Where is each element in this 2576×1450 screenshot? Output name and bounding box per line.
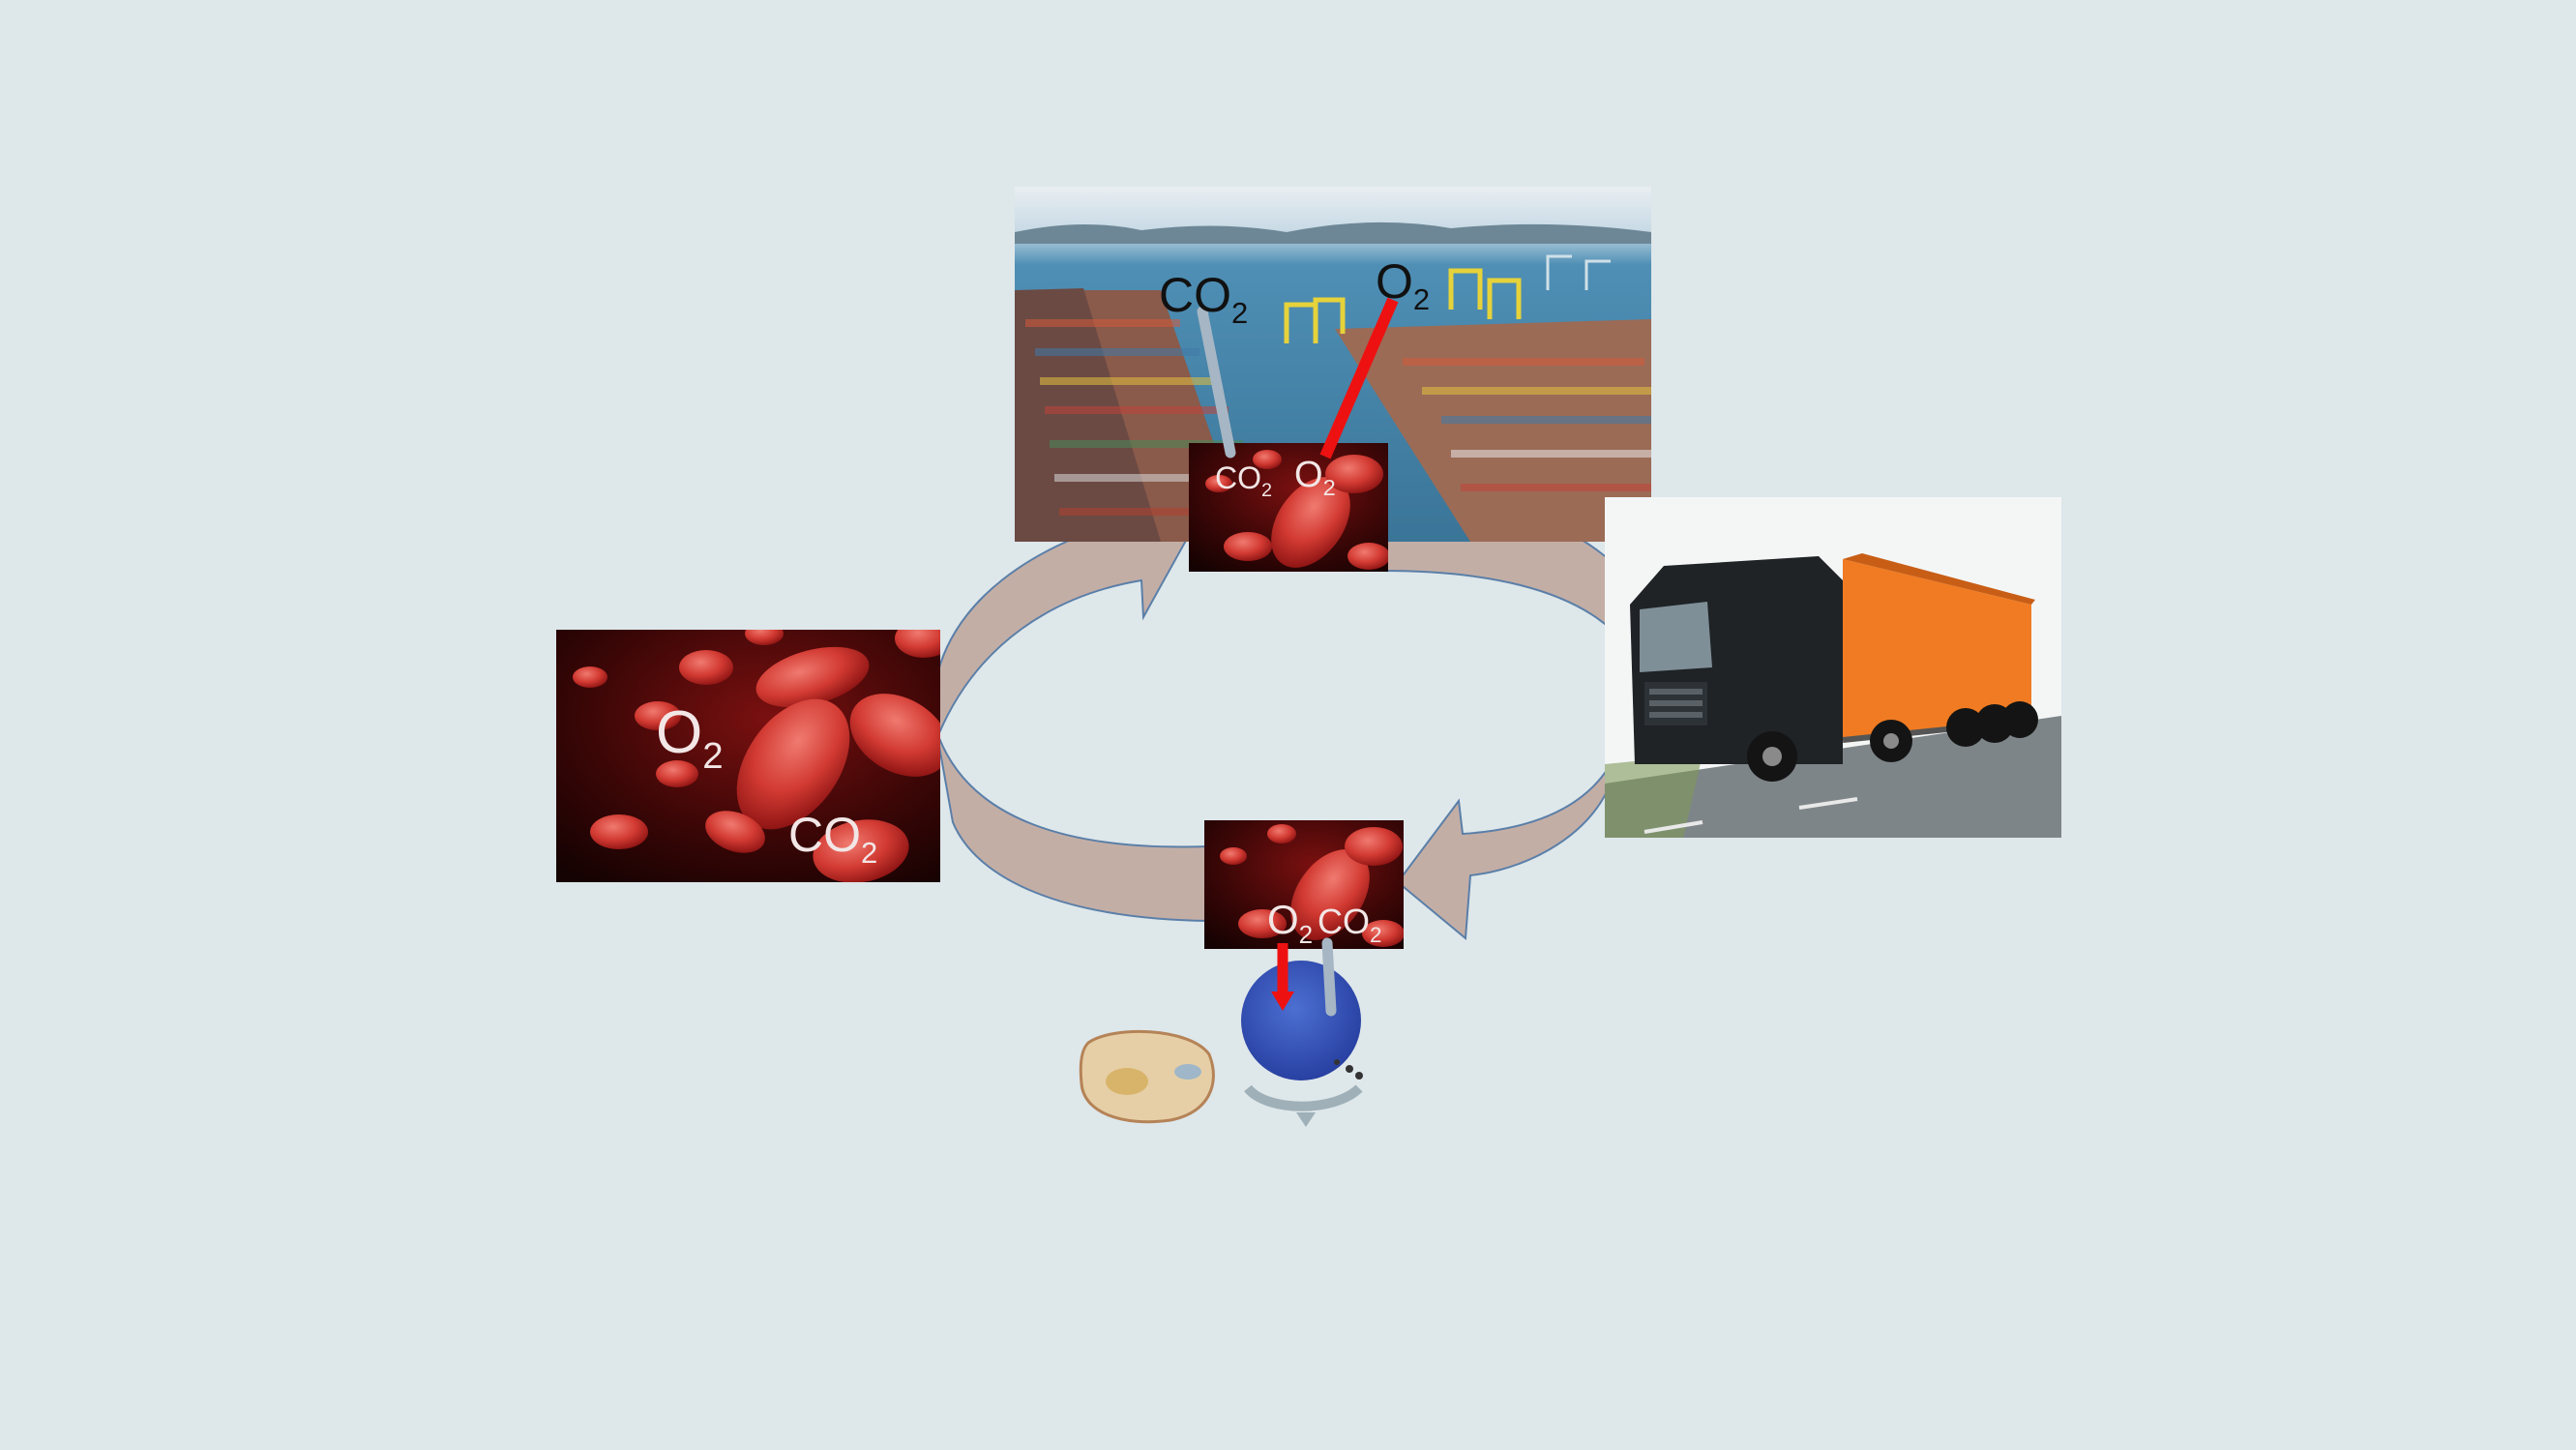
- blood-cells-top-photo: [1189, 443, 1388, 572]
- top-cells-o2-label: O2: [1294, 455, 1336, 500]
- gas-tubes: [1197, 297, 1399, 1017]
- cell-co2-tube: [1321, 937, 1337, 1017]
- top-cells-co2-label: CO2: [1215, 460, 1272, 501]
- bottom-cells-co2-label: CO2: [1318, 902, 1381, 947]
- port-o2-tube: [1319, 297, 1399, 459]
- cell-organelle-shape: [1079, 1029, 1215, 1124]
- port-o2-label: O2: [1376, 254, 1430, 316]
- left-cells-co2-label: CO2: [788, 808, 877, 870]
- labels: CO2 O2 CO2 O2 O2 CO2 O2 CO2: [656, 254, 1430, 949]
- truck-photo: [1605, 497, 2061, 838]
- port-co2-label: CO2: [1159, 268, 1248, 330]
- bottom-cells-o2-label: O2: [1267, 897, 1313, 949]
- left-cells-o2-label: O2: [656, 699, 724, 777]
- cell-o2-arrowhead: [1271, 991, 1294, 1011]
- blood-cells-large-photo: [556, 630, 940, 882]
- blood-cells-bottom-photo: [1204, 820, 1404, 949]
- cell-respiration-diagram: [1079, 961, 1363, 1127]
- arrow-bottom-to-left: [935, 729, 1210, 923]
- arrow-truck-to-bottom: [1396, 760, 1612, 941]
- cell-circle: [1241, 961, 1361, 1080]
- port-co2-tube: [1197, 306, 1236, 459]
